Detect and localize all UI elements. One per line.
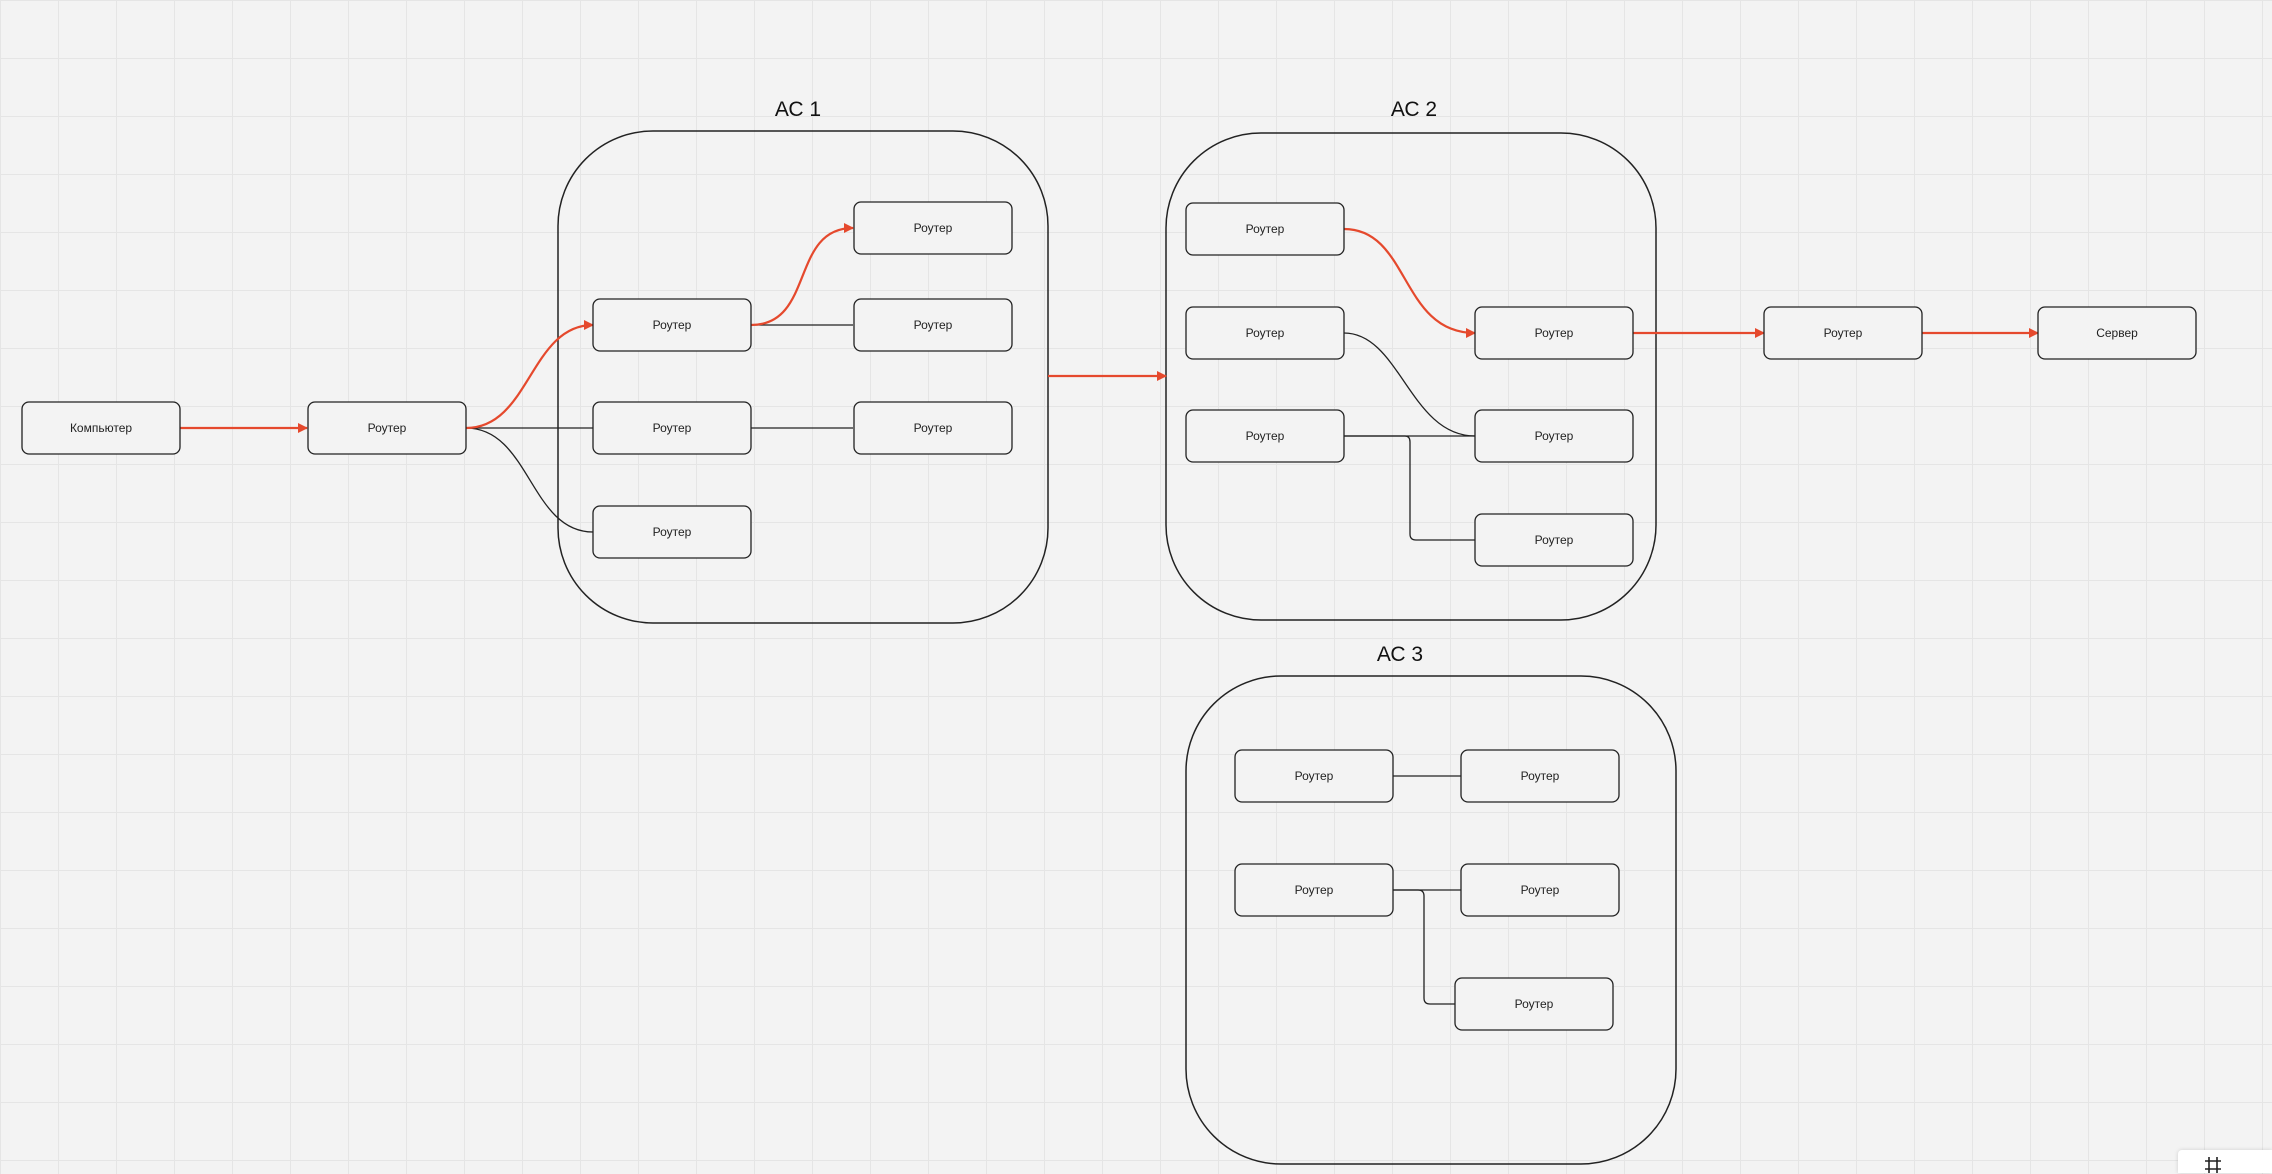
node-as1-router-mid3[interactable]: Роутер <box>592 505 752 559</box>
frame-tool-widget[interactable] <box>2178 1150 2272 1173</box>
node-as3-router-c[interactable]: Роутер <box>1234 863 1394 917</box>
connector-as2-left2-right2 <box>1343 332 1476 437</box>
arrow-as2-left1-right1 <box>1343 227 1476 338</box>
svg-text:Роутер: Роутер <box>368 421 407 435</box>
svg-text:Роутер: Роутер <box>914 421 953 435</box>
connectors-highlight <box>180 223 2039 433</box>
svg-text:Сервер: Сервер <box>2096 326 2138 340</box>
connector-entry-mid3 <box>465 427 594 533</box>
nodes: Компьютер Роутер Роутер Роутер Роутер Ро… <box>21 201 2197 1031</box>
group-as3[interactable]: АС 3 <box>1185 643 1677 1165</box>
node-as1-router-mid1[interactable]: Роутер <box>592 298 752 352</box>
svg-text:Роутер: Роутер <box>1295 883 1334 897</box>
svg-text:Роутер: Роутер <box>1535 533 1574 547</box>
node-as1-router-right2[interactable]: Роутер <box>853 298 1013 352</box>
svg-text:Роутер: Роутер <box>1521 883 1560 897</box>
group-as3-title: АС 3 <box>1377 643 1423 666</box>
svg-text:Роутер: Роутер <box>1246 326 1285 340</box>
node-as3-router-b[interactable]: Роутер <box>1460 749 1620 803</box>
connector-as2-left3-right3 <box>1344 435 1475 541</box>
svg-text:Роутер: Роутер <box>1246 429 1285 443</box>
node-as2-router-left1[interactable]: Роутер <box>1185 202 1345 256</box>
node-as2-router-right3[interactable]: Роутер <box>1474 513 1634 567</box>
node-as3-router-a[interactable]: Роутер <box>1234 749 1394 803</box>
svg-text:Компьютер: Компьютер <box>70 421 132 435</box>
svg-text:Роутер: Роутер <box>1246 222 1285 236</box>
connectors-black <box>465 324 1476 1005</box>
node-computer[interactable]: Компьютер <box>21 401 181 455</box>
node-as2-router-right2[interactable]: Роутер <box>1474 409 1634 463</box>
node-as1-router-top[interactable]: Роутер <box>853 201 1013 255</box>
svg-text:Роутер: Роутер <box>653 525 692 539</box>
node-server[interactable]: Сервер <box>2037 306 2197 360</box>
node-router-exit[interactable]: Роутер <box>1763 306 1923 360</box>
arrow-as1-mid1-top <box>750 223 854 327</box>
connector-as3-c-e <box>1393 889 1455 1005</box>
frame-tool-icon[interactable] <box>2204 1156 2222 1174</box>
node-as2-router-left3[interactable]: Роутер <box>1185 409 1345 463</box>
svg-text:Роутер: Роутер <box>1535 326 1574 340</box>
svg-text:Роутер: Роутер <box>653 318 692 332</box>
svg-text:Роутер: Роутер <box>1521 769 1560 783</box>
svg-text:Роутер: Роутер <box>653 421 692 435</box>
svg-text:Роутер: Роутер <box>1295 769 1334 783</box>
group-as2-title: АС 2 <box>1391 98 1437 121</box>
svg-text:Роутер: Роутер <box>914 318 953 332</box>
node-as1-router-right3[interactable]: Роутер <box>853 401 1013 455</box>
arrow-entry-as1-mid1 <box>465 320 594 430</box>
node-router-entry[interactable]: Роутер <box>307 401 467 455</box>
svg-text:Роутер: Роутер <box>1515 997 1554 1011</box>
node-as3-router-e[interactable]: Роутер <box>1454 977 1614 1031</box>
node-as2-router-left2[interactable]: Роутер <box>1185 306 1345 360</box>
svg-text:Роутер: Роутер <box>1824 326 1863 340</box>
node-as3-router-d[interactable]: Роутер <box>1460 863 1620 917</box>
group-as1-title: АС 1 <box>775 98 821 121</box>
node-as1-router-mid2[interactable]: Роутер <box>592 401 752 455</box>
svg-text:Роутер: Роутер <box>1535 429 1574 443</box>
svg-text:Роутер: Роутер <box>914 221 953 235</box>
node-as2-router-right1[interactable]: Роутер <box>1474 306 1634 360</box>
